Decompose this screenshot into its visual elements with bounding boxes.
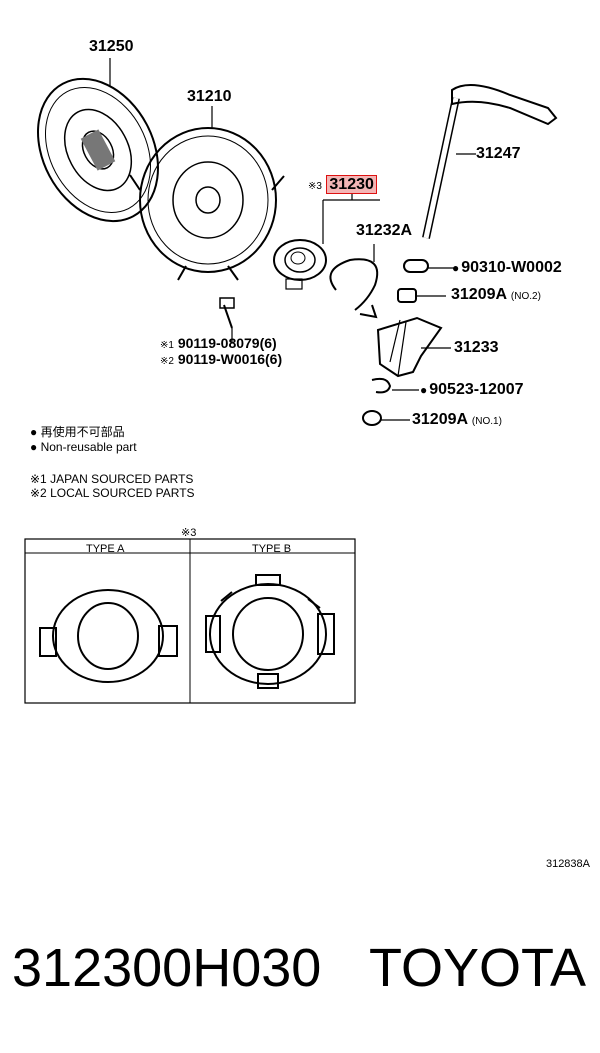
type-b-label: TYPE B — [252, 543, 292, 555]
release-fork — [376, 316, 443, 378]
figure-id: 312838A — [545, 858, 590, 870]
label-31232a: 31232A — [356, 222, 413, 239]
bushing-no1 — [362, 410, 382, 426]
type-a-label: TYPE A — [86, 543, 125, 555]
type-table — [24, 538, 356, 704]
release-fork-shaft — [422, 84, 558, 239]
label-90523: ●90523-12007 — [420, 381, 524, 398]
bushing — [403, 259, 429, 273]
non-reusable-dot-icon: ● — [452, 261, 460, 275]
label-90119-1: ※1 90119-08079(6) — [160, 335, 277, 351]
legend-local-sourced: ※2 LOCAL SOURCED PARTS — [30, 486, 195, 500]
part-number: 312300H030 — [12, 938, 322, 998]
legend-non-reusable-en: ● Non-reusable part — [30, 440, 137, 454]
release-bearing-clip — [329, 258, 379, 319]
label-31250: 31250 — [89, 38, 134, 55]
label-31209a-no1: 31209A (NO.1) — [412, 411, 502, 428]
brand-name: TOYOTA — [368, 938, 586, 998]
label-31210: 31210 — [187, 88, 232, 105]
clutch-disc — [37, 77, 159, 223]
label-31230-group: ※3 31230 — [308, 175, 377, 196]
fork-clip — [371, 377, 392, 394]
legend-non-reusable-jp: ● 再使用不可部品 — [30, 425, 125, 439]
mark-3: ※3 — [308, 181, 322, 192]
label-31230: 31230 — [326, 175, 377, 194]
bushing-no2 — [397, 288, 417, 303]
label-31247: 31247 — [476, 145, 521, 162]
label-31233: 31233 — [454, 339, 499, 356]
release-bearing — [273, 239, 327, 290]
legend-japan-sourced: ※1 JAPAN SOURCED PARTS — [30, 472, 194, 486]
type-b-bearing — [205, 574, 335, 689]
type-table-mark: ※3 — [181, 527, 197, 539]
label-31209a-no2: 31209A (NO.2) — [451, 286, 541, 303]
bolt — [219, 297, 235, 329]
label-90310: ●90310-W0002 — [452, 259, 562, 276]
non-reusable-dot-icon: ● — [420, 383, 428, 397]
label-90119-2: ※2 90119-W0016(6) — [160, 351, 283, 367]
pressure-plate — [129, 127, 285, 281]
footer: 312300H030 TOYOTA — [0, 935, 600, 1001]
type-a-bearing — [39, 589, 178, 683]
